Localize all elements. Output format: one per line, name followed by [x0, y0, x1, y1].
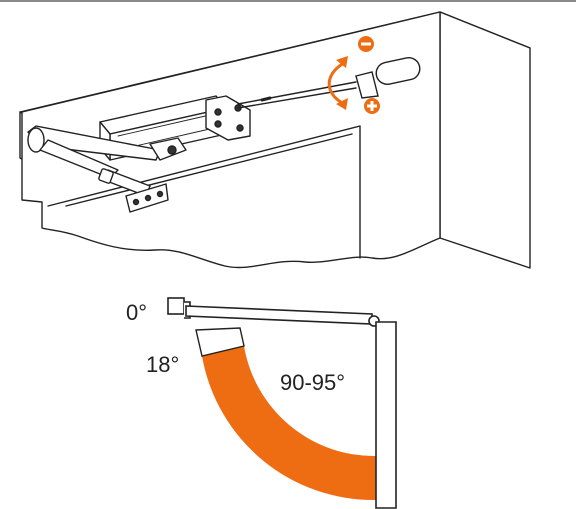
- screwdriver-icon: [237, 57, 421, 109]
- door-panel: [47, 125, 361, 259]
- mounting-bracket: [125, 183, 169, 213]
- rotation-arrow-icon: [327, 56, 348, 110]
- angle-open-label: 90-95°: [280, 370, 345, 395]
- door-open-position: [375, 321, 397, 509]
- angle-closed-label: 0°: [126, 300, 147, 325]
- minus-icon: [358, 36, 374, 52]
- latch-zone: [195, 327, 245, 357]
- closing-speed-zone: [202, 346, 376, 501]
- door-closer-illustration: [19, 11, 531, 269]
- angle-diagram: 0° 18° 90-95°: [126, 297, 397, 509]
- angle-latch-label: 18°: [146, 352, 179, 377]
- closer-arm: [27, 125, 187, 197]
- plus-icon: [364, 98, 380, 114]
- door-closed-position: [185, 305, 373, 325]
- top-rule: [0, 0, 576, 2]
